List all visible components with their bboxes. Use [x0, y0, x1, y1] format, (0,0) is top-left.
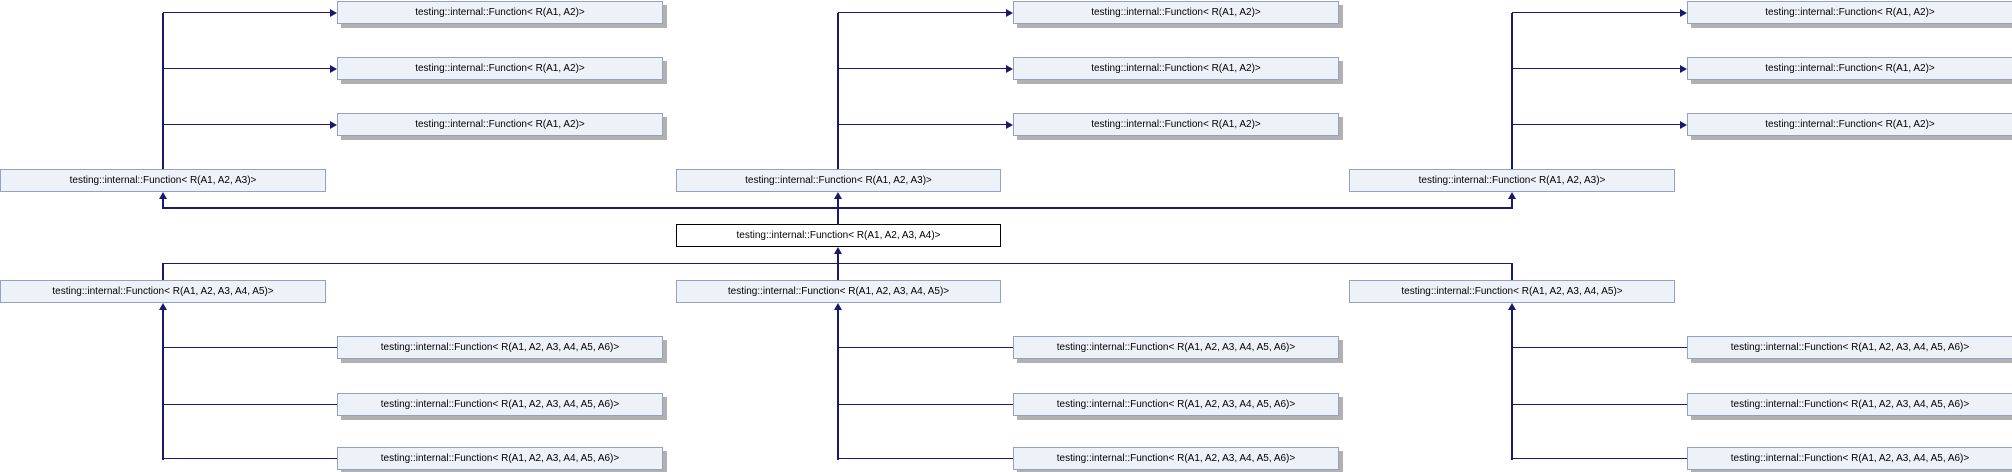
- edge-line: [1511, 198, 1513, 208]
- node-fn3[interactable]: testing::internal::Function< R(A1, A2, A…: [0, 169, 326, 192]
- edge-line: [1512, 11, 1680, 14]
- edge-line: [1512, 457, 1687, 460]
- edge-line: [1512, 346, 1687, 349]
- edge-line: [838, 403, 1013, 406]
- node-fn6[interactable]: testing::internal::Function< R(A1, A2, A…: [337, 393, 663, 416]
- node-fn2[interactable]: testing::internal::Function< R(A1, A2)>: [337, 113, 663, 136]
- arrowhead-up: [1508, 192, 1516, 199]
- edge-line: [838, 457, 1013, 460]
- node-fn6[interactable]: testing::internal::Function< R(A1, A2, A…: [1687, 393, 2012, 416]
- arrowhead-right: [1680, 120, 1687, 129]
- node-fn4-current: testing::internal::Function< R(A1, A2, A…: [676, 224, 1001, 247]
- edge-line: [837, 262, 839, 281]
- edge-line: [163, 67, 330, 70]
- edge-line: [163, 346, 337, 349]
- node-fn2[interactable]: testing::internal::Function< R(A1, A2)>: [337, 57, 663, 80]
- node-fn5[interactable]: testing::internal::Function< R(A1, A2, A…: [0, 280, 326, 303]
- arrowhead-right: [1680, 64, 1687, 73]
- arrowhead-up: [834, 303, 842, 310]
- arrowhead-right: [1006, 64, 1013, 73]
- edge-line: [1512, 403, 1687, 406]
- edge-line: [163, 457, 337, 460]
- node-fn2[interactable]: testing::internal::Function< R(A1, A2)>: [1013, 57, 1339, 80]
- arrowhead-right: [330, 8, 337, 17]
- edge-line: [163, 123, 330, 126]
- edge-line: [838, 11, 1006, 14]
- edge-line: [162, 12, 164, 169]
- node-fn6[interactable]: testing::internal::Function< R(A1, A2, A…: [1013, 336, 1339, 359]
- node-fn2[interactable]: testing::internal::Function< R(A1, A2)>: [1687, 1, 2012, 24]
- edge-line: [1511, 12, 1513, 169]
- arrowhead-up: [1508, 303, 1516, 310]
- edge-line: [1511, 309, 1513, 460]
- node-fn6[interactable]: testing::internal::Function< R(A1, A2, A…: [1013, 447, 1339, 470]
- node-fn5[interactable]: testing::internal::Function< R(A1, A2, A…: [1349, 280, 1675, 303]
- node-fn3[interactable]: testing::internal::Function< R(A1, A2, A…: [1349, 169, 1675, 192]
- edge-line: [838, 346, 1013, 349]
- node-fn2[interactable]: testing::internal::Function< R(A1, A2)>: [1687, 113, 2012, 136]
- edge-line: [163, 11, 330, 14]
- arrowhead-right: [330, 120, 337, 129]
- edge-line: [1512, 123, 1680, 126]
- edge-line: [837, 12, 839, 169]
- node-fn5[interactable]: testing::internal::Function< R(A1, A2, A…: [676, 280, 1001, 303]
- edge-line: [1511, 262, 1513, 281]
- node-fn2[interactable]: testing::internal::Function< R(A1, A2)>: [337, 1, 663, 24]
- edge-line: [162, 198, 164, 208]
- node-fn2[interactable]: testing::internal::Function< R(A1, A2)>: [1013, 1, 1339, 24]
- arrowhead-up: [159, 192, 167, 199]
- edge-line: [163, 403, 337, 406]
- edge-line: [837, 198, 839, 208]
- arrowhead-right: [1006, 8, 1013, 17]
- arrowhead-right: [1006, 120, 1013, 129]
- node-fn6[interactable]: testing::internal::Function< R(A1, A2, A…: [1687, 447, 2012, 470]
- edge-line: [838, 67, 1006, 70]
- arrowhead-right: [1680, 8, 1687, 17]
- arrowhead-up: [834, 247, 842, 254]
- node-fn6[interactable]: testing::internal::Function< R(A1, A2, A…: [337, 447, 663, 470]
- node-fn3[interactable]: testing::internal::Function< R(A1, A2, A…: [676, 169, 1001, 192]
- edge-line: [837, 253, 839, 264]
- node-fn6[interactable]: testing::internal::Function< R(A1, A2, A…: [1687, 336, 2012, 359]
- edge-line: [1512, 67, 1680, 70]
- edge-line: [162, 309, 164, 460]
- arrowhead-up: [834, 192, 842, 199]
- node-fn2[interactable]: testing::internal::Function< R(A1, A2)>: [1687, 57, 2012, 80]
- arrowhead-right: [330, 64, 337, 73]
- node-fn6[interactable]: testing::internal::Function< R(A1, A2, A…: [1013, 393, 1339, 416]
- edge-line: [837, 207, 839, 225]
- node-fn2[interactable]: testing::internal::Function< R(A1, A2)>: [1013, 113, 1339, 136]
- arrowhead-up: [159, 303, 167, 310]
- edge-line: [162, 262, 164, 281]
- edge-line: [838, 123, 1006, 126]
- edge-line: [837, 309, 839, 460]
- node-fn6[interactable]: testing::internal::Function< R(A1, A2, A…: [337, 336, 663, 359]
